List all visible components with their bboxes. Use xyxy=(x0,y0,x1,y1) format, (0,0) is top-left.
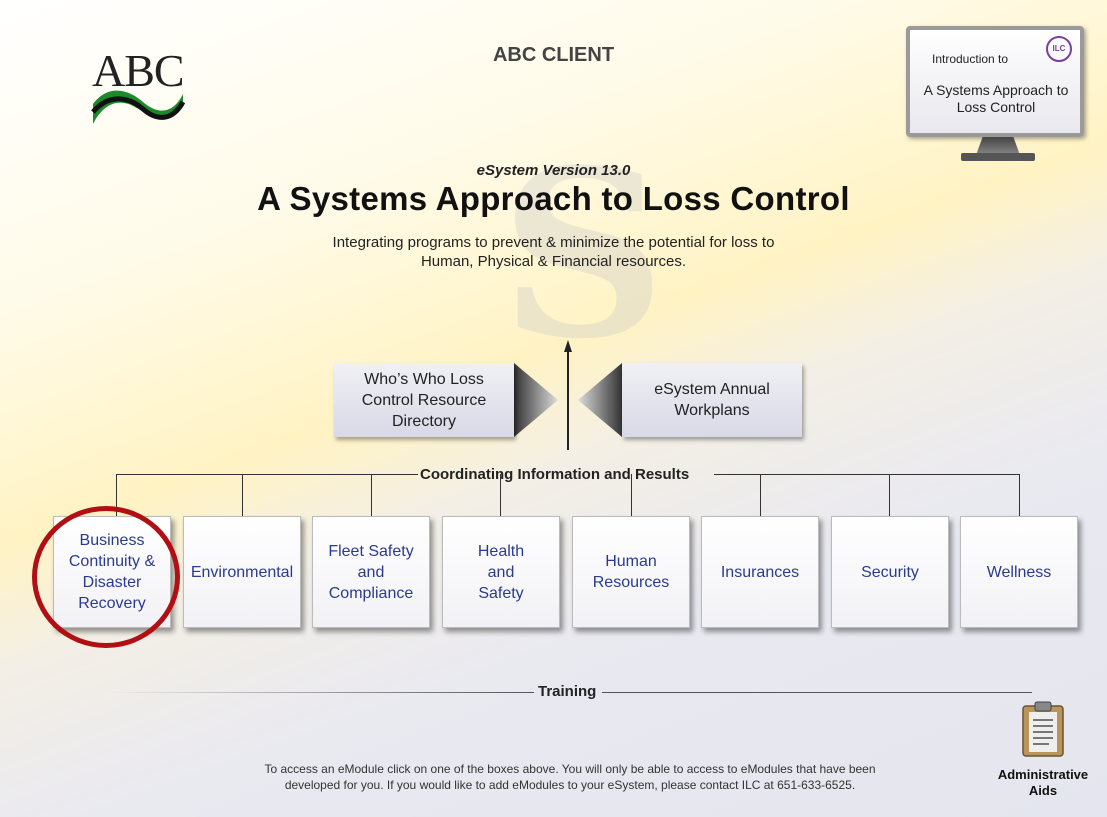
admin-label: Administrative Aids xyxy=(988,767,1098,799)
highlight-circle xyxy=(32,506,180,648)
subtitle-line-1: Integrating programs to prevent & minimi… xyxy=(332,234,775,251)
admin-label-line-1: Administrative xyxy=(997,767,1089,782)
whos-who-label: Who’s Who Loss Control Resource Director… xyxy=(361,370,487,430)
page-title: A Systems Approach to Loss Control xyxy=(257,180,850,217)
monitor-screen[interactable]: ILC Introduction to A Systems Approach t… xyxy=(906,26,1084,137)
monitor-intro-text: Introduction to xyxy=(932,52,1009,66)
training-line-right xyxy=(602,692,1032,693)
connector-drop xyxy=(631,474,632,516)
module-wellness[interactable]: Wellness xyxy=(960,516,1078,628)
subtitle-line-2: Human, Physical & Financial resources. xyxy=(420,253,687,270)
connector-line xyxy=(714,474,1020,475)
module-label: Environmental xyxy=(190,563,294,581)
module-label: Human Resources xyxy=(592,553,670,591)
whos-who-directory-box[interactable]: Who’s Who Loss Control Resource Director… xyxy=(334,363,514,437)
right-triangle-icon xyxy=(578,363,622,437)
footer-line-2: developed for you. If you would like to … xyxy=(284,778,856,792)
abc-logo: ABC xyxy=(88,44,188,124)
module-label: Security xyxy=(861,563,919,581)
version-label: eSystem Version 13.0 xyxy=(476,162,631,179)
upward-arrow-diagram xyxy=(514,340,622,450)
background-s-watermark: S xyxy=(500,120,667,390)
module-label: Fleet Safety and Compliance xyxy=(328,542,414,602)
module-label: Wellness xyxy=(986,563,1052,581)
arrow-head-icon xyxy=(564,340,572,352)
training-line-left xyxy=(110,692,534,693)
module-health-safety[interactable]: Health and Safety xyxy=(442,516,560,628)
admin-label-line-2: Aids xyxy=(1028,783,1058,798)
connector-drop xyxy=(116,474,117,516)
intro-monitor[interactable]: ILC Introduction to A Systems Approach t… xyxy=(906,26,1086,171)
client-name: ABC CLIENT xyxy=(492,44,615,66)
monitor-stand xyxy=(976,137,1020,155)
module-security[interactable]: Security xyxy=(831,516,949,628)
connector-line xyxy=(116,474,418,475)
connector-drop xyxy=(889,474,890,516)
administrative-aids-button[interactable]: Administrative Aids xyxy=(988,700,1098,799)
monitor-base xyxy=(961,153,1035,161)
module-fleet-safety[interactable]: Fleet Safety and Compliance xyxy=(312,516,430,628)
connector-drop xyxy=(371,474,372,516)
module-insurances[interactable]: Insurances xyxy=(701,516,819,628)
clipboard-icon xyxy=(1022,701,1064,757)
ilc-logo-icon: ILC xyxy=(1046,36,1072,62)
training-label: Training xyxy=(538,683,597,700)
connector-drop xyxy=(760,474,761,516)
footer-instructions: To access an eModule click on one of the… xyxy=(180,761,960,793)
connector-drop xyxy=(500,474,501,516)
page-subtitle: Integrating programs to prevent & minimi… xyxy=(0,233,1107,271)
connector-drop xyxy=(1019,474,1020,516)
module-label: Insurances xyxy=(720,563,800,581)
module-environmental[interactable]: Environmental xyxy=(183,516,301,628)
connector-drop xyxy=(242,474,243,516)
module-human-resources[interactable]: Human Resources xyxy=(572,516,690,628)
annual-workplans-box[interactable]: eSystem Annual Workplans xyxy=(622,363,802,437)
logo-text: ABC xyxy=(92,45,185,96)
monitor-title: A Systems Approach to Loss Control xyxy=(923,82,1069,115)
coordinating-label: Coordinating Information and Results xyxy=(420,466,690,483)
left-triangle-icon xyxy=(514,363,558,437)
footer-line-1: To access an eModule click on one of the… xyxy=(264,762,876,776)
workplans-label: eSystem Annual Workplans xyxy=(654,381,770,419)
module-label: Health and Safety xyxy=(477,542,525,602)
logo-swoosh-icon xyxy=(91,90,186,124)
